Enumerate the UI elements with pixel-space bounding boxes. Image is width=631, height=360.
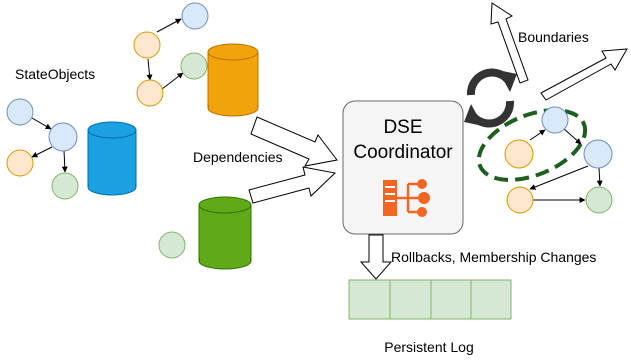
orange-node [6,149,34,177]
log-segment [348,279,391,320]
blue-node [48,122,78,152]
sync-icon [464,68,517,128]
state-object-cluster-right [476,106,613,214]
state-object-cluster-top [133,2,209,107]
green-node [51,172,79,200]
coordinator-title-line2: Coordinator [353,142,453,163]
state-objects-label: StateObjects [15,66,95,82]
log-segment [389,279,432,320]
boundary-arrow-up [490,2,529,84]
green-node [585,186,613,214]
blue-node [541,106,569,134]
orange-node [504,139,534,169]
persistent-log-label: Persistent Log [384,339,474,355]
coordinator-title-line1: DSE [383,117,422,138]
green-node [180,52,208,80]
log-segment [430,279,472,320]
state-object-cluster-left [6,98,79,200]
orange-node [506,186,534,214]
dse-coordinator-box: DSE Coordinator [342,100,464,235]
blue-node [181,2,209,30]
dependency-arrow-bottom [248,166,337,204]
log-arrow [359,234,393,280]
green-node [158,231,186,259]
rollbacks-label: Rollbacks, Membership Changes [391,249,596,265]
boundary-dashed-ellipse [476,108,588,182]
dependency-arrow-top [250,116,338,167]
blue-database-cylinder [87,121,137,196]
orange-database-cylinder [207,43,259,117]
green-database-cylinder [198,196,252,270]
persistent-log [348,279,512,320]
boundary-arrow-right [540,48,628,101]
boundaries-label: Boundaries [518,29,589,45]
blue-node [6,98,34,126]
orange-node [136,79,164,107]
orange-node [133,31,161,59]
server-network-icon [383,179,430,217]
log-segment [470,279,512,320]
dependencies-label: Dependencies [193,149,283,165]
blue-node [583,139,613,169]
